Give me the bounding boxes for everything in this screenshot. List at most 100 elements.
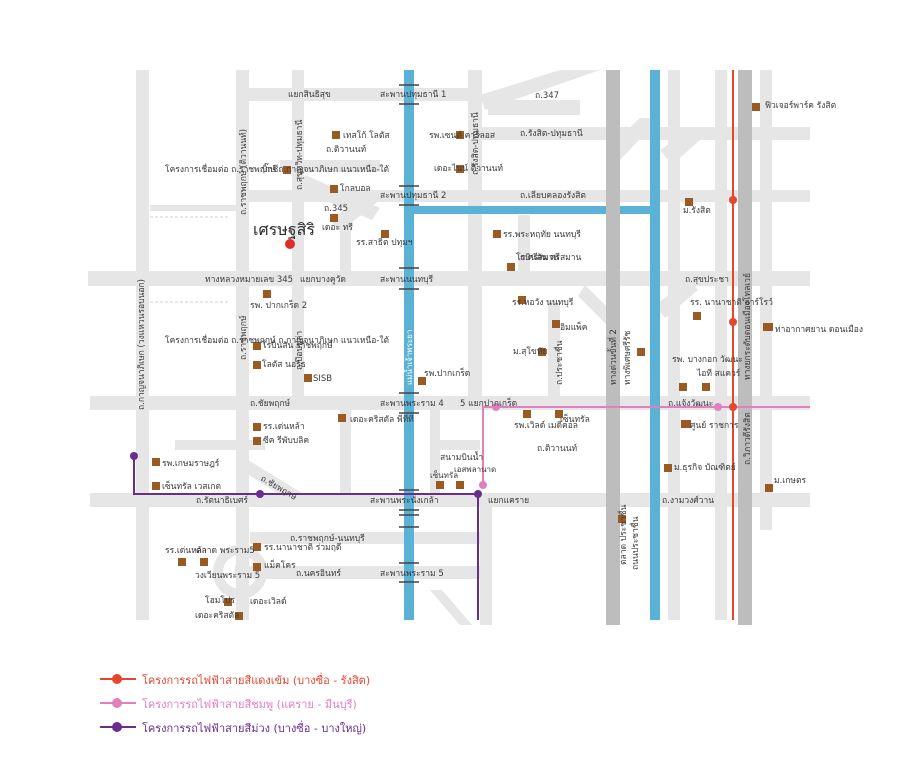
road-label: ทางด่วนขั้นที่ 2 [607, 329, 619, 385]
red-line-station [729, 196, 737, 204]
shop-icon [436, 481, 444, 489]
building-icon [552, 320, 560, 328]
building-icon [338, 414, 346, 422]
shop-icon [283, 166, 291, 174]
road-label: ถ.รังสิต-ปทุมธานี [520, 128, 583, 139]
place-label: เซ็นทรัล [560, 413, 590, 425]
purple-line-station [256, 490, 264, 498]
place-label: รร. นานาชาติ ฮาร์โรว์ [690, 297, 773, 308]
place-label: โลตัส นอร์ธ [262, 359, 306, 370]
place-label: ศูนย์ ราชการ [690, 420, 739, 431]
road-label: ถ.ราชพฤกษ์ [238, 315, 249, 360]
place-label: ม.สุโขทัย [513, 346, 547, 357]
road-label: ถ.วิภาวดีรังสิต [742, 412, 753, 465]
project-name: เศรษฐสิริ [253, 220, 315, 239]
place-label: รพ. ปากเกร็ด 2 [250, 299, 307, 311]
place-label: ตลาด พระราม5 [196, 546, 255, 556]
hospital-icon [523, 410, 531, 418]
place-label: เดอะเวิลด์ [250, 596, 287, 607]
place-label: เอสพลานาด [454, 465, 496, 474]
road-label: ถ.ประชาชื่น [553, 340, 565, 385]
hospital-icon [152, 458, 160, 466]
shop-icon [224, 598, 232, 606]
shop-icon [330, 185, 338, 193]
school-icon [507, 263, 515, 271]
road-label: ถ.ศรีสมาน [520, 252, 559, 263]
road-label: ถ.นครอินทร์ [296, 568, 341, 579]
legend-label: โครงการรถไฟฟ้าสายสีชมพู (แคราย - มีนบุรี… [142, 698, 357, 711]
road-label: วงเวียนพระราม 5 [195, 570, 260, 581]
road-label: ทางพิเศษศรีรัช [622, 330, 633, 385]
place-label: เดอะคริสตัล [195, 611, 239, 621]
shop-icon [253, 361, 261, 369]
road-label: แยกบางคูวัด [300, 275, 346, 285]
road-label: สะพานนนทบุรี [380, 274, 434, 285]
shop-icon [253, 342, 261, 350]
legend-dot-swatch [112, 722, 122, 732]
place-label: โครงการเชื่อมต่อ ถ.ราชพฤกษ์ ถ.กาญจนาภิเษ… [165, 163, 389, 175]
road-label: ถ.ชัยพฤกษ์ [250, 398, 290, 409]
road-label: ถ.ราชพฤกษ์ (ติวานนท์) [238, 129, 249, 215]
road-label: สะพานปทุมธานี 2 [380, 190, 446, 201]
place-label: รร.เด่นหล้า [165, 545, 207, 556]
road-label: ถ.สุขประชา [685, 275, 729, 285]
road-label: ถ.347 [535, 91, 559, 101]
road-label: ถ.แจ้งวัฒนะ [668, 398, 713, 409]
purple-line-station [130, 452, 138, 460]
road-label: แยกแคราย [488, 496, 529, 506]
shop-icon [456, 481, 464, 489]
shop-icon [200, 558, 208, 566]
place-label: ฟิวเจอร์พาร์ค รังสิต [765, 100, 836, 111]
hospital-icon [418, 377, 426, 385]
place-label: ม.รังสิต [683, 206, 711, 216]
shop-icon [555, 410, 563, 418]
road-label: ถ.รังสิต-ปทุมธานี [470, 112, 481, 175]
pink-line-station [714, 403, 722, 411]
place-label: เทสโก้ โลตัส [343, 130, 390, 141]
road-label: ทางยกระดับดอนเมืองโทลเวย์ [742, 273, 753, 380]
legend-dot-swatch [112, 698, 122, 708]
school-icon [518, 296, 526, 304]
government-icon [681, 420, 691, 428]
school-icon [685, 198, 693, 206]
place-label: รร.สาธิต ปทุมฯ [356, 238, 413, 248]
shop-icon [618, 515, 626, 523]
place-label: รร.นานาชาติ ร่วมฤดี [264, 542, 341, 553]
place-label: สนามบินน้ำ [440, 451, 483, 463]
road-label: ถ.รัตนาธิเบศร์ [196, 495, 248, 506]
rail-legend: โครงการรถไฟฟ้าสายสีแดงเข้ม (บางซื่อ - รั… [100, 668, 520, 740]
place-label: ตลาด ประชาชื่น [617, 504, 629, 565]
place-label: อิมแพ็ค [560, 321, 587, 333]
place-label: เซ็นทรัล [430, 470, 458, 480]
place-label: ท่าอากาศยาน ดอนเมือง [775, 324, 863, 335]
place-label: รร.เด่นหล้า [263, 421, 305, 432]
planned-roads [150, 216, 230, 303]
school-icon [381, 230, 389, 238]
place-label: รพ.เซนต์ คาร์ลอส [429, 130, 496, 141]
school-icon [637, 348, 645, 356]
canals [404, 70, 660, 620]
school-icon [253, 423, 261, 431]
road-label: สะพานพระราม 4 [380, 399, 444, 409]
place-label: SISB [313, 374, 332, 384]
purple-line-station [474, 490, 482, 498]
pink-line [482, 406, 810, 485]
place-label: โฮมโปร [205, 595, 235, 606]
shop-icon [152, 482, 160, 490]
road-label: สะพานปทุมธานี 1 [380, 89, 446, 100]
place-labels: เทสโก้ โลตัส บิ๊กซี โกลบอล รพ.เซนต์ คาร์… [162, 100, 863, 621]
road-network [88, 70, 810, 625]
project-marker: เศรษฐสิริ [253, 220, 315, 249]
legend-dot-swatch [112, 674, 122, 684]
road-labels: แยกสินธิสุข สะพานปทุมธานี 1 ถ.347 ถ.รังส… [137, 89, 753, 581]
legend-label: โครงการรถไฟฟ้าสายสีม่วง (บางซื่อ - บางให… [142, 722, 367, 735]
hospital-icon [263, 290, 271, 298]
red-line-station [729, 318, 737, 326]
place-label: รร.พระหฤทัย นนทบุรี [503, 229, 581, 240]
road-label: ทางหลวงหมายเลข 345 [205, 275, 293, 285]
school-icon [178, 558, 186, 566]
bridge-marks [399, 84, 419, 583]
road-label: ถนนประชาชื่น [629, 516, 641, 570]
place-label: เดอะไนน์ ติวานนท์ [434, 163, 503, 174]
